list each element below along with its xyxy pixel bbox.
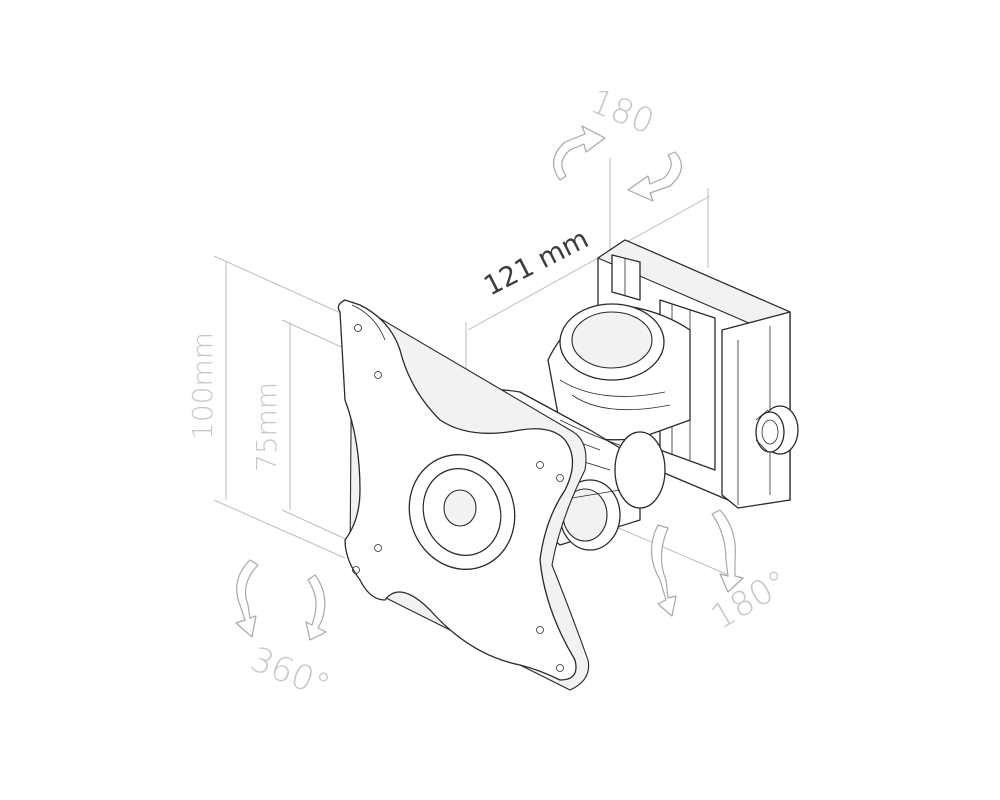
- width-dimension-label: 121 mm: [479, 223, 594, 302]
- rotation-arrows: [235, 125, 744, 641]
- vesa-plate: [337, 299, 590, 691]
- outer-height-dimension-label: 100mm: [186, 332, 219, 440]
- left-rotation-arrow-icon: [235, 559, 327, 641]
- right-rotation-arrow-icon: [650, 509, 744, 617]
- swivel-joints: [454, 303, 691, 551]
- top-rotation-arrow-icon: [553, 125, 682, 202]
- knob-icon: [755, 405, 799, 455]
- mounting-holes: [352, 324, 564, 672]
- left-rotation-label: 360°: [245, 639, 336, 707]
- inner-height-dimension-label: 75mm: [250, 382, 283, 472]
- right-rotation-label: 180°: [705, 562, 796, 638]
